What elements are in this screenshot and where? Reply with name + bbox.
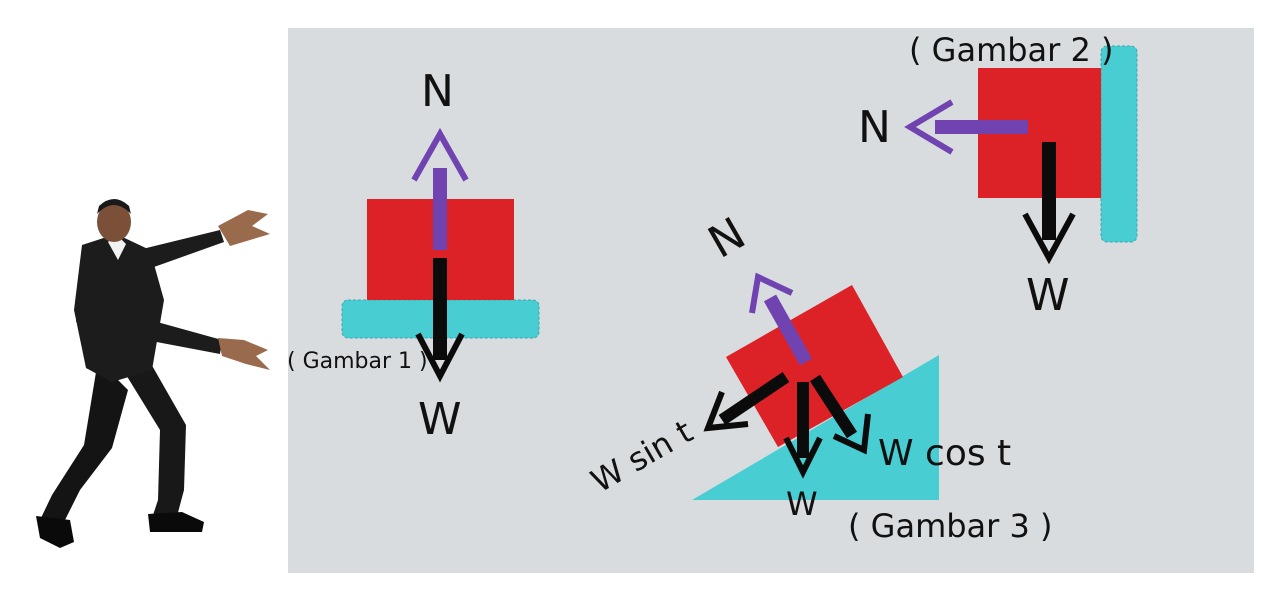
- figure-3: [692, 272, 939, 500]
- fig1-normal-label: N: [421, 66, 454, 117]
- normal-force-arrow: [749, 272, 813, 366]
- fig2-normal-label: N: [858, 102, 891, 153]
- fig3-caption: ( Gambar 3 ): [848, 507, 1053, 545]
- normal-force-arrow: [904, 99, 1028, 155]
- fig1-weight-label: W: [418, 394, 462, 445]
- w-sin-arrow: [703, 372, 790, 432]
- block: [726, 285, 903, 447]
- figure-2: [904, 45, 1138, 265]
- fig3-weight-label: W: [786, 485, 818, 523]
- fig1-caption: ( Gambar 1 ): [287, 349, 428, 374]
- normal-force-arrow: [411, 127, 469, 250]
- fig2-weight-label: W: [1026, 270, 1070, 321]
- fig2-caption: ( Gambar 2 ): [909, 31, 1114, 69]
- vertical-wall: [1100, 45, 1138, 243]
- figure-1: [341, 127, 540, 383]
- weight-arrow: [783, 382, 823, 479]
- weight-arrow: [1022, 142, 1076, 265]
- weight-arrow: [415, 258, 465, 383]
- person-pushing-gesture-icon: [36, 199, 270, 548]
- w-cos-arrow: [809, 374, 871, 455]
- fig3-wcos-label: W cos t: [878, 433, 1012, 474]
